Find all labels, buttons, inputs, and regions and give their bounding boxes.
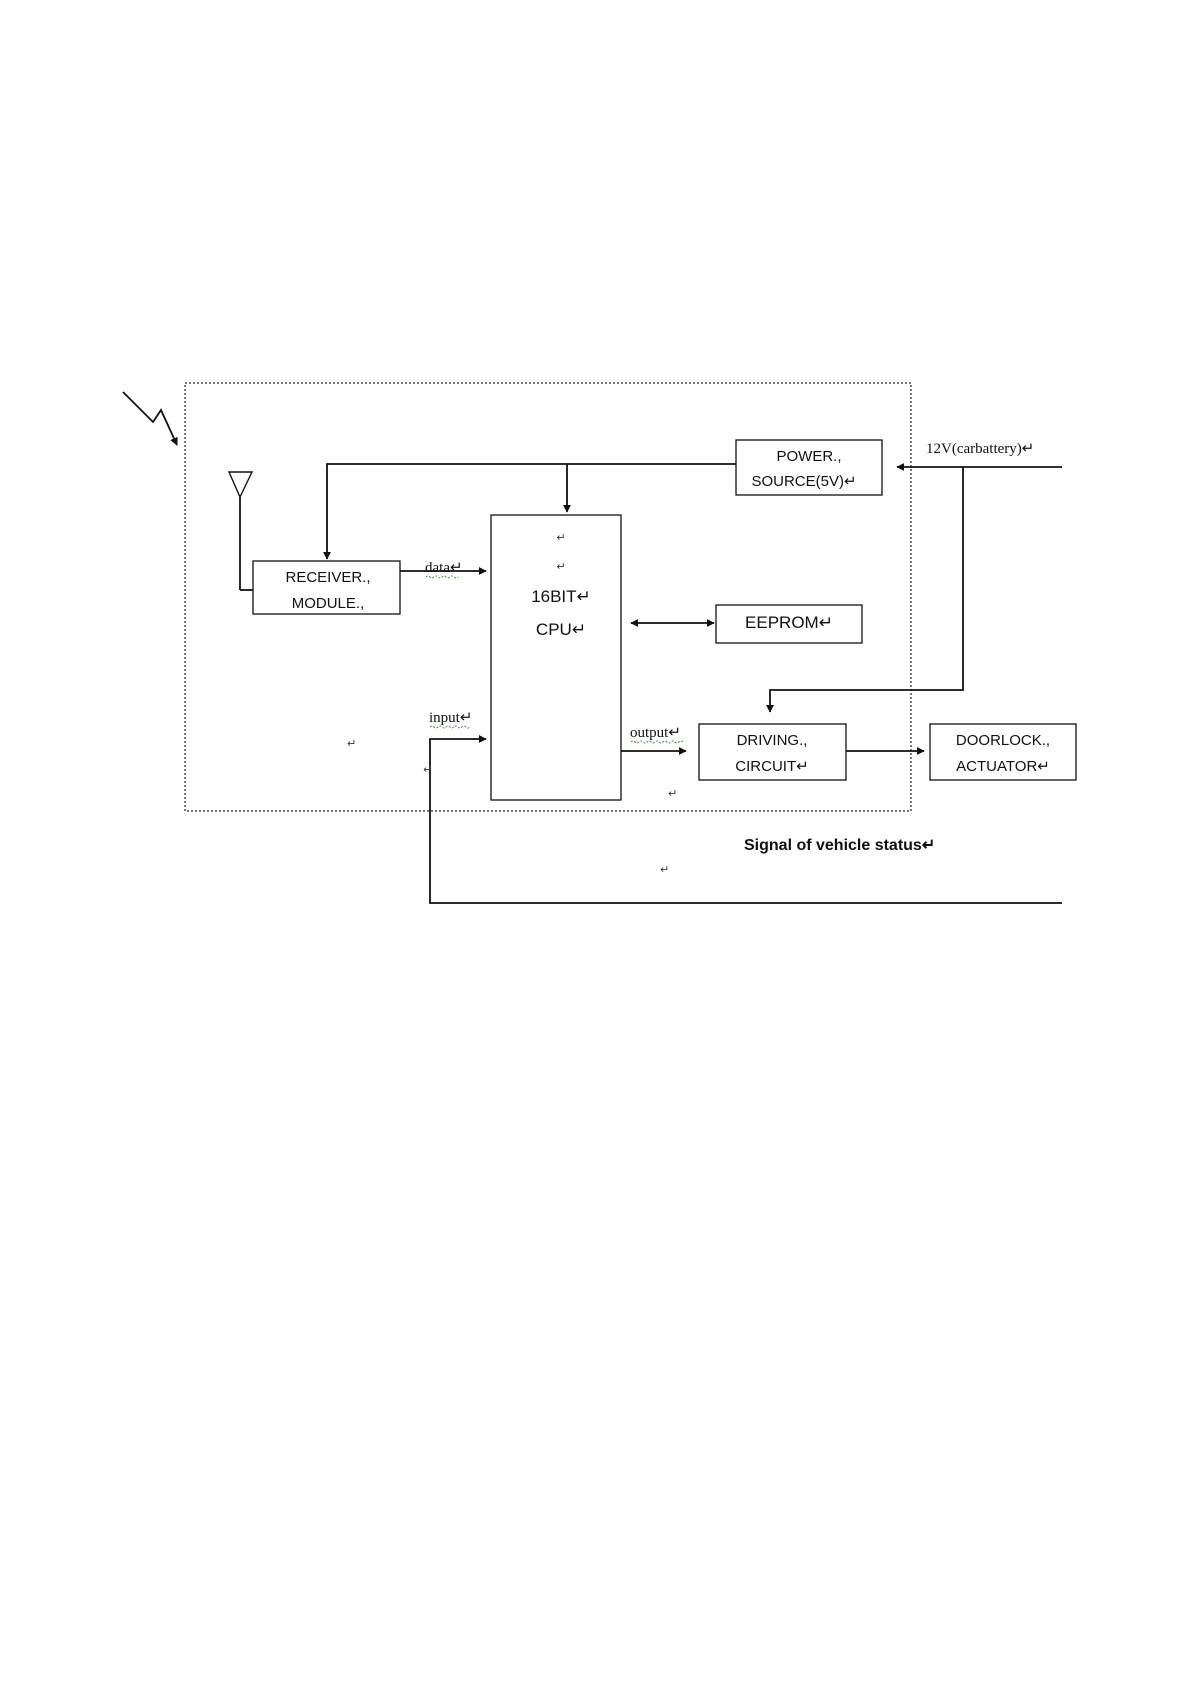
power-source-label-line1: POWER., bbox=[776, 448, 841, 465]
driving-circuit-label-line2: CIRCUIT↵ bbox=[735, 758, 808, 775]
receiver-module-label-line2: MODULE., bbox=[292, 595, 365, 612]
data-spellcheck-underline bbox=[426, 576, 458, 578]
paragraph-mark: ↵ bbox=[347, 737, 356, 750]
cpu-paragraph-mark-1: ↵ bbox=[556, 531, 565, 544]
paragraph-mark: ↵ bbox=[660, 863, 669, 876]
cpu-block bbox=[491, 515, 621, 800]
driving-circuit-label-line1: DRIVING., bbox=[737, 732, 808, 749]
data-label: data↵ bbox=[425, 560, 463, 576]
eeprom-label: EEPROM↵ bbox=[745, 613, 833, 632]
antenna-icon bbox=[229, 472, 253, 590]
wireless-signal-icon bbox=[123, 392, 177, 445]
vehicle-status-label: Signal of vehicle status↵ bbox=[744, 837, 935, 854]
output-spellcheck-underline bbox=[631, 741, 683, 743]
paragraph-mark: ↵ bbox=[423, 763, 432, 776]
battery-to-driver-wire bbox=[770, 467, 963, 712]
doorlock-actuator-label-line1: DOORLOCK., bbox=[956, 732, 1050, 749]
battery-label: 12V(carbattery)↵ bbox=[926, 441, 1034, 457]
input-label: input↵ bbox=[429, 710, 472, 726]
output-label: output↵ bbox=[630, 725, 681, 741]
doorlock-actuator-label-line2: ACTUATOR↵ bbox=[956, 758, 1050, 775]
cpu-label-line2: CPU↵ bbox=[536, 620, 586, 639]
cpu-label-line1: 16BIT↵ bbox=[531, 587, 591, 606]
receiver-module-label-line1: RECEIVER., bbox=[285, 569, 370, 586]
cpu-paragraph-mark-2: ↵ bbox=[556, 560, 565, 573]
input-spellcheck-underline bbox=[430, 726, 470, 728]
paragraph-mark: ↵ bbox=[668, 787, 677, 800]
power-source-label-line2: SOURCE(5V)↵ bbox=[751, 473, 856, 490]
